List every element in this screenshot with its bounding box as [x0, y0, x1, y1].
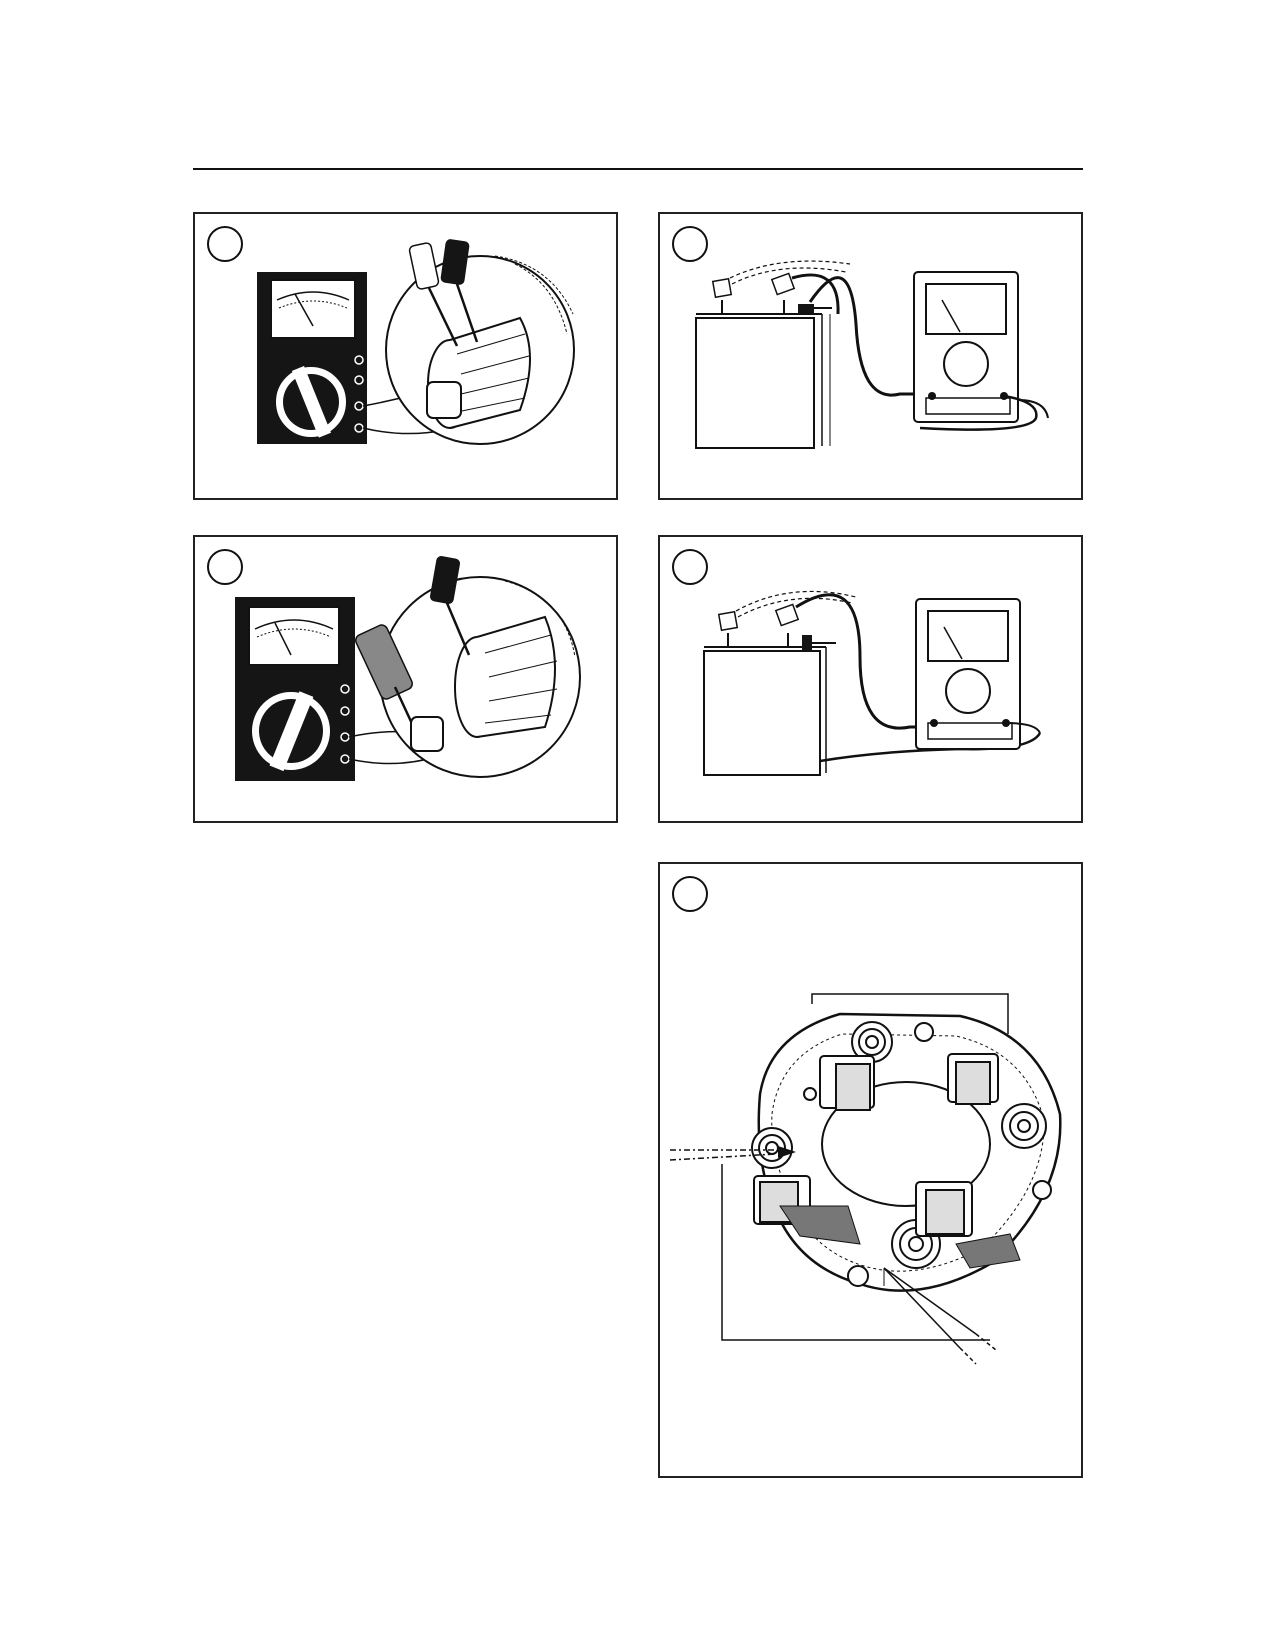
figure-multimeter-armature	[193, 212, 618, 500]
figure-battery-voltmeter	[658, 212, 1083, 500]
blank-column	[193, 860, 613, 1480]
header-rule	[193, 168, 1083, 170]
figure-battery-voltmeter-ground	[658, 535, 1083, 823]
figure-brush-holder	[658, 862, 1083, 1478]
battery-voltmeter-ground-icon	[703, 590, 1042, 776]
figure-number-marker	[672, 549, 708, 585]
battery-voltmeter-icon	[695, 260, 1049, 449]
figure-number-marker	[672, 876, 708, 912]
figure-number-marker	[207, 226, 243, 262]
figure-multimeter-commutator	[193, 535, 618, 823]
brush-holder-plate-icon	[669, 993, 1062, 1365]
multimeter-armature-icon	[257, 239, 575, 445]
multimeter-commutator-icon	[235, 556, 581, 781]
figure-number-marker	[207, 549, 243, 585]
figure-number-marker	[672, 226, 708, 262]
